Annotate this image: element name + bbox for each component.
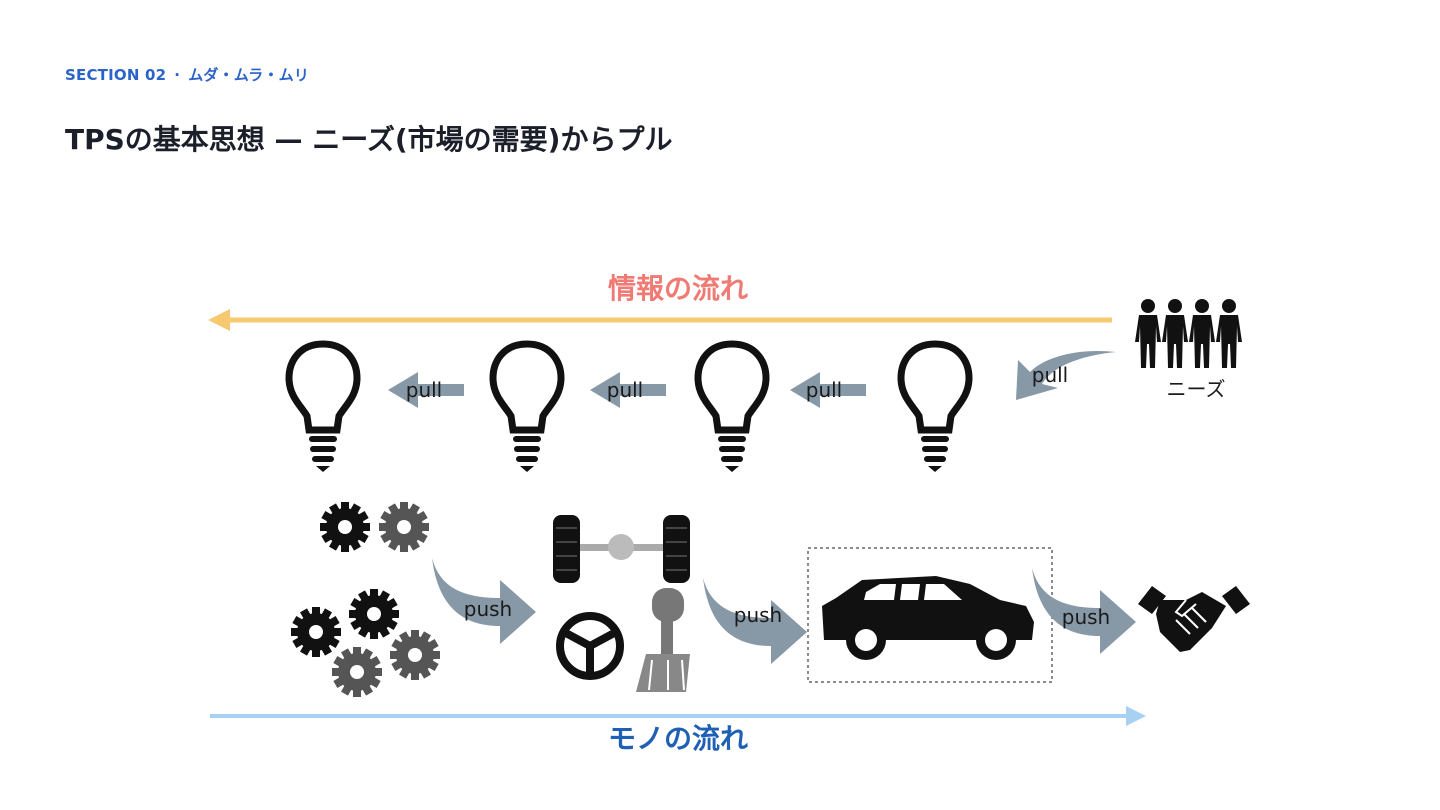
car-icon [822,576,1034,660]
chassis-icon [553,515,690,583]
info-flow-label: 情報の流れ [608,272,748,305]
people-group-icon [1135,299,1242,368]
needs-pull-arrow [1016,350,1116,400]
info-flow-arrow [208,309,1112,331]
push-label-3: push [1062,605,1110,629]
bulb-icon-4 [901,344,969,472]
finished-car-frame [807,547,1053,683]
bulb-icon-2 [493,344,561,472]
section-number: SECTION 02 [65,66,167,84]
eyebrow-separator: · [174,66,181,84]
section-topic: ムダ・ムラ・ムリ [188,66,310,84]
pull-label-2: pull [607,378,643,402]
push-label-1: push [464,597,512,621]
steering-wheel-icon [556,612,624,680]
section-eyebrow: SECTION 02 · ムダ・ムラ・ムリ [65,64,309,85]
handshake-icon [1138,586,1250,652]
goods-flow-label: モノの流れ [608,722,748,755]
bulb-icon-1 [289,344,357,472]
pull-label-needs: pull [1032,363,1068,387]
push-label-2: push [734,603,782,627]
needs-label: ニーズ [1167,377,1226,401]
page-title: TPSの基本思想 — ニーズ(市場の需要)からプル [65,123,673,156]
gears-icon [291,502,440,697]
pull-label-3: pull [806,378,842,402]
goods-flow-arrow [210,706,1146,726]
pull-label-1: pull [406,378,442,402]
bulb-icon-3 [698,344,766,472]
gear-shifter-icon [636,588,690,692]
